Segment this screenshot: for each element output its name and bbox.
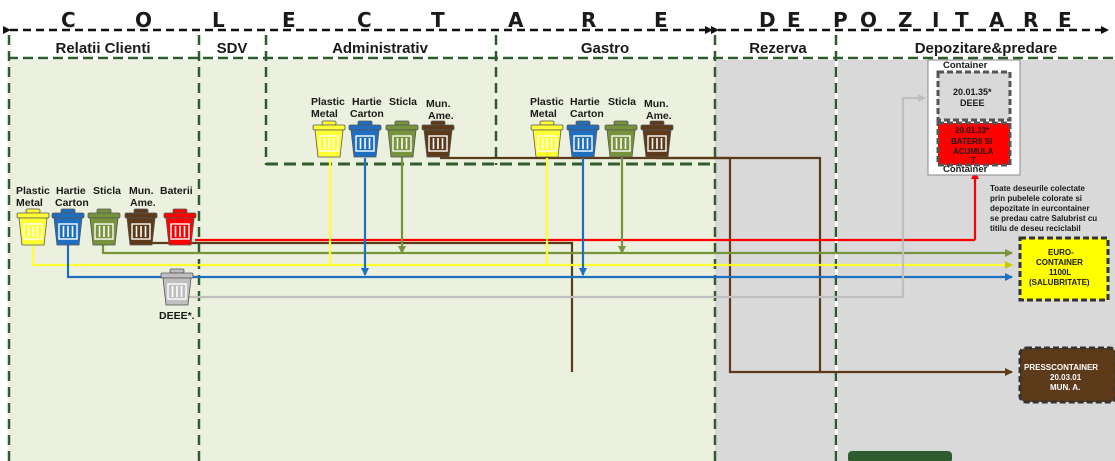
deee-container <box>936 70 1012 122</box>
section-rezerva: Rezerva <box>749 40 807 57</box>
bin-plastic-gastro-icon <box>530 120 564 158</box>
brown-flow-relatii <box>143 241 574 372</box>
press-container-line3: MUN. A. <box>1050 383 1081 392</box>
container-top-label: Container <box>943 60 988 71</box>
bin-hartie-admin-icon <box>348 120 382 158</box>
label-ame-admin: Ame. <box>428 110 454 122</box>
deee-container-name: DEEE <box>960 98 985 108</box>
bins-layer <box>16 120 674 306</box>
label-plastic-gastro: Plastic <box>530 96 564 108</box>
collection-note: Toate deseurile colectate prin pubelele … <box>990 184 1115 234</box>
bin-plastic-relatii-icon <box>16 208 50 246</box>
label-metal-admin: Metal <box>311 108 338 120</box>
baterii-container-name3: T <box>971 156 976 165</box>
press-container <box>1018 346 1115 404</box>
phase-letter-o: O <box>135 8 153 32</box>
phase-letter-d: D <box>759 8 776 32</box>
bin-mun-relatii-icon <box>124 208 158 246</box>
blue-flow <box>66 245 1013 281</box>
label-metal-relatii: Metal <box>16 197 43 209</box>
green-flow <box>101 243 1013 257</box>
phase-letter-a2: A <box>989 8 1005 32</box>
label-carton-admin: Carton <box>350 108 384 120</box>
label-plastic-relatii: Plastic <box>16 185 50 197</box>
phase-letter-c1: C <box>61 8 76 32</box>
label-baterii-relatii: Baterii <box>160 185 193 197</box>
label-carton-relatii: Carton <box>55 197 89 209</box>
bin-baterii-relatii-icon <box>163 208 197 246</box>
brown-flow-gastro <box>657 156 822 372</box>
label-mun-admin: Mun. <box>426 98 451 110</box>
section-gastro: Gastro <box>580 40 630 57</box>
label-sticla-gastro: Sticla <box>608 96 637 108</box>
phase-letter-e1: E <box>282 8 296 32</box>
label-sticla-admin: Sticla <box>389 96 418 108</box>
label-mun-gastro: Mun. <box>644 98 669 110</box>
note-line-1: Toate deseurile colectate <box>990 184 1085 193</box>
note-line-3: depozitate in eurcontainer <box>990 204 1090 213</box>
note-line-5: titilu de deseu reciclabil <box>990 224 1081 233</box>
phase-letter-e3: E <box>787 8 801 32</box>
label-carton-gastro: Carton <box>570 108 604 120</box>
phase-letter-t2: T <box>955 8 969 32</box>
section-relatii-clienti: Relatii Clienti <box>55 40 151 57</box>
label-metal-gastro: Metal <box>530 108 557 120</box>
label-ame-gastro: Ame. <box>646 110 672 122</box>
euro-container <box>1018 236 1110 302</box>
bin-sticla-relatii-icon <box>87 208 121 246</box>
label-hartie-admin: Hartie <box>352 96 382 108</box>
press-container-line1: PRESSCONTAINER <box>1024 363 1099 372</box>
bin-deee-icon <box>160 268 194 306</box>
phase-letter-z: Z <box>898 8 913 32</box>
phase-letter-o2: O <box>860 8 878 32</box>
bin-mun-gastro-icon <box>640 120 674 158</box>
rezerva-zone <box>715 60 835 461</box>
section-sdv: SDV <box>216 40 248 57</box>
baterii-container <box>936 121 1012 167</box>
phase-letter-i: I <box>932 8 940 32</box>
phase-letter-a: A <box>508 8 524 32</box>
bin-plastic-admin-icon <box>312 120 346 158</box>
bin-hartie-gastro-icon <box>566 120 600 158</box>
euro-container-line2: CONTAINER <box>1036 258 1083 267</box>
bin-sticla-admin-icon <box>385 120 419 158</box>
phase-letter-p: P <box>833 8 848 32</box>
phase-letter-e2: E <box>654 8 668 32</box>
yellow-flow <box>31 245 1013 269</box>
container-bottom-label: Container <box>943 164 988 175</box>
section-administrativ: Administrativ <box>332 40 428 57</box>
phase-letter-e4: E <box>1058 8 1072 32</box>
label-ame-relatii: Ame. <box>130 197 156 209</box>
note-line-2: prin pubelele colorate si <box>990 194 1083 203</box>
bin-mun-admin-icon <box>421 120 455 158</box>
label-hartie-relatii: Hartie <box>56 185 86 197</box>
phase-letter-c2: C <box>357 8 372 32</box>
deee-container-code: 20.01.35* <box>953 87 992 97</box>
bin-hartie-relatii-icon <box>51 208 85 246</box>
phase-letter-l: L <box>212 8 225 32</box>
euro-container-line3: 1100L <box>1049 268 1072 277</box>
baterii-container-name2: ACUMULA <box>953 147 994 156</box>
label-plastic-admin: Plastic <box>311 96 345 108</box>
label-deee: DEEE*. <box>159 310 195 322</box>
colectare-zone <box>8 60 715 461</box>
euro-container-line1: EURO- <box>1048 248 1074 257</box>
note-line-4: se predau catre Salubrist cu <box>990 214 1098 223</box>
euro-container-line4: (SALUBRITATE) <box>1029 278 1090 287</box>
section-depozitare-predare: Depozitare&predare <box>914 40 1058 57</box>
baterii-container-code: 20.01.33* <box>955 126 990 135</box>
phase-letter-r: R <box>581 8 597 32</box>
bin-sticla-gastro-icon <box>604 120 638 158</box>
label-hartie-gastro: Hartie <box>570 96 600 108</box>
gray-flow <box>177 94 926 299</box>
press-container-line2: 20.03.01 <box>1050 373 1082 382</box>
label-sticla-relatii: Sticla <box>93 185 122 197</box>
phase-letter-r2: R <box>1023 8 1039 32</box>
phase-letter-t: T <box>431 8 445 32</box>
baterii-container-name: BATERII SI <box>951 137 993 146</box>
green-block <box>848 451 952 461</box>
label-mun-relatii: Mun. <box>129 185 154 197</box>
